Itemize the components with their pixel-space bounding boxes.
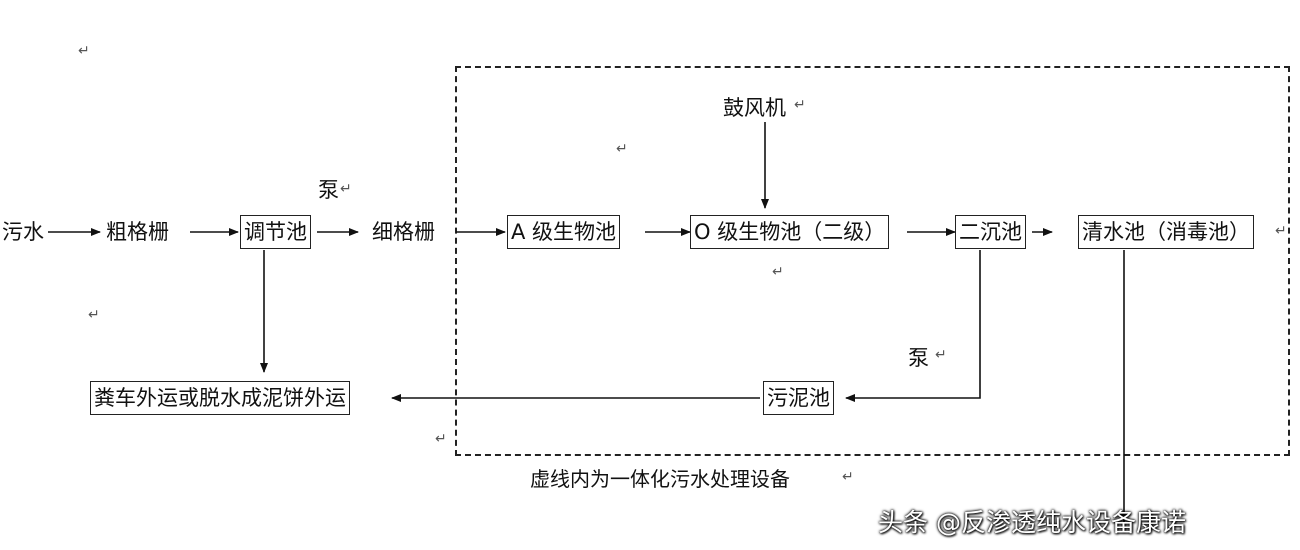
pump-label-right: 泵 xyxy=(908,346,929,370)
a-tank-label: A 级生物池 xyxy=(511,220,617,244)
clear-water-tank-label: 清水池（消毒池） xyxy=(1082,220,1250,244)
paragraph-mark: ↵ xyxy=(1275,223,1287,239)
o-tank-label: O 级生物池（二级） xyxy=(694,220,886,244)
paragraph-mark: ↵ xyxy=(88,307,100,323)
paragraph-mark: ↵ xyxy=(340,181,352,197)
arrow-clarifier-to-sludge xyxy=(845,250,981,402)
dashed-area-note: 虚线内为一体化污水处理设备 xyxy=(530,467,790,491)
sludge-tank-label: 污泥池 xyxy=(767,386,830,410)
paragraph-mark: ↵ xyxy=(435,431,447,447)
pump-label-top: 泵 xyxy=(318,178,339,202)
integrated-equipment-boundary xyxy=(455,66,1290,456)
paragraph-mark: ↵ xyxy=(616,141,628,157)
node-secondary-clarifier: 二沉池 xyxy=(955,215,1026,249)
node-sludge-tank: 污泥池 xyxy=(763,381,834,415)
disposal-label: 粪车外运或脱水成泥饼外运 xyxy=(94,386,346,410)
paragraph-mark: ↵ xyxy=(935,347,947,363)
node-blower: 鼓风机 xyxy=(723,96,786,120)
paragraph-mark: ↵ xyxy=(842,469,854,485)
paragraph-mark: ↵ xyxy=(794,97,806,113)
watermark: 头条 @反渗透纯水设备康诺 xyxy=(878,508,1186,537)
equalization-tank-label: 调节池 xyxy=(244,220,307,244)
paragraph-mark: ↵ xyxy=(772,264,784,280)
node-disposal: 粪车外运或脱水成泥饼外运 xyxy=(90,381,350,415)
node-equalization-tank: 调节池 xyxy=(240,215,311,249)
node-fine-screen: 细格栅 xyxy=(372,220,435,244)
node-coarse-screen: 粗格栅 xyxy=(106,220,169,244)
paragraph-mark: ↵ xyxy=(78,43,90,59)
secondary-clarifier-label: 二沉池 xyxy=(959,220,1022,244)
node-clear-water-tank: 清水池（消毒池） xyxy=(1078,215,1254,249)
node-sewage: 污水 xyxy=(2,220,44,244)
node-a-tank: A 级生物池 xyxy=(507,215,621,249)
node-o-tank: O 级生物池（二级） xyxy=(690,215,890,249)
